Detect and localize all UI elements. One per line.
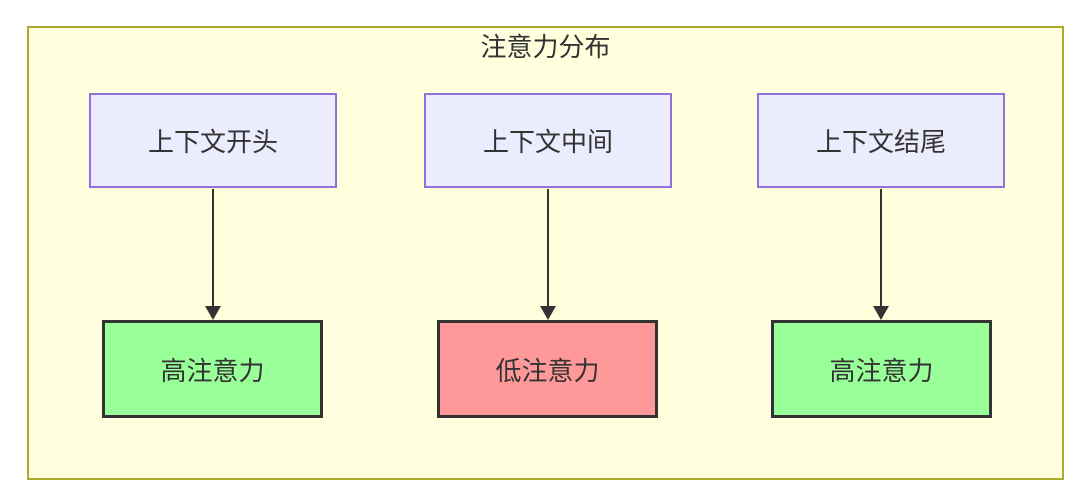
down-arrow-icon	[873, 189, 889, 320]
down-arrow-icon	[540, 189, 556, 320]
node-attention-middle: 低注意力	[437, 320, 658, 418]
node-label: 上下文中间	[482, 128, 613, 158]
edge-arrow-middle	[539, 189, 557, 320]
edge-arrow-end	[872, 189, 890, 320]
node-label: 上下文开头	[147, 128, 278, 158]
attention-distribution-container: 注意力分布 上下文开头 高注意力 上下文中间 低注意力	[27, 26, 1064, 480]
edge-arrow-start	[204, 189, 222, 320]
node-context-end: 上下文结尾	[757, 93, 1005, 188]
diagram-title: 注意力分布	[480, 33, 611, 63]
node-attention-start: 高注意力	[102, 320, 323, 418]
node-context-start: 上下文开头	[89, 93, 337, 188]
node-label: 上下文结尾	[815, 128, 946, 158]
node-attention-end: 高注意力	[771, 320, 992, 418]
node-label: 高注意力	[829, 356, 934, 387]
down-arrow-icon	[205, 189, 221, 320]
node-label: 低注意力	[495, 356, 600, 387]
node-context-middle: 上下文中间	[424, 93, 672, 188]
node-label: 高注意力	[160, 356, 265, 387]
